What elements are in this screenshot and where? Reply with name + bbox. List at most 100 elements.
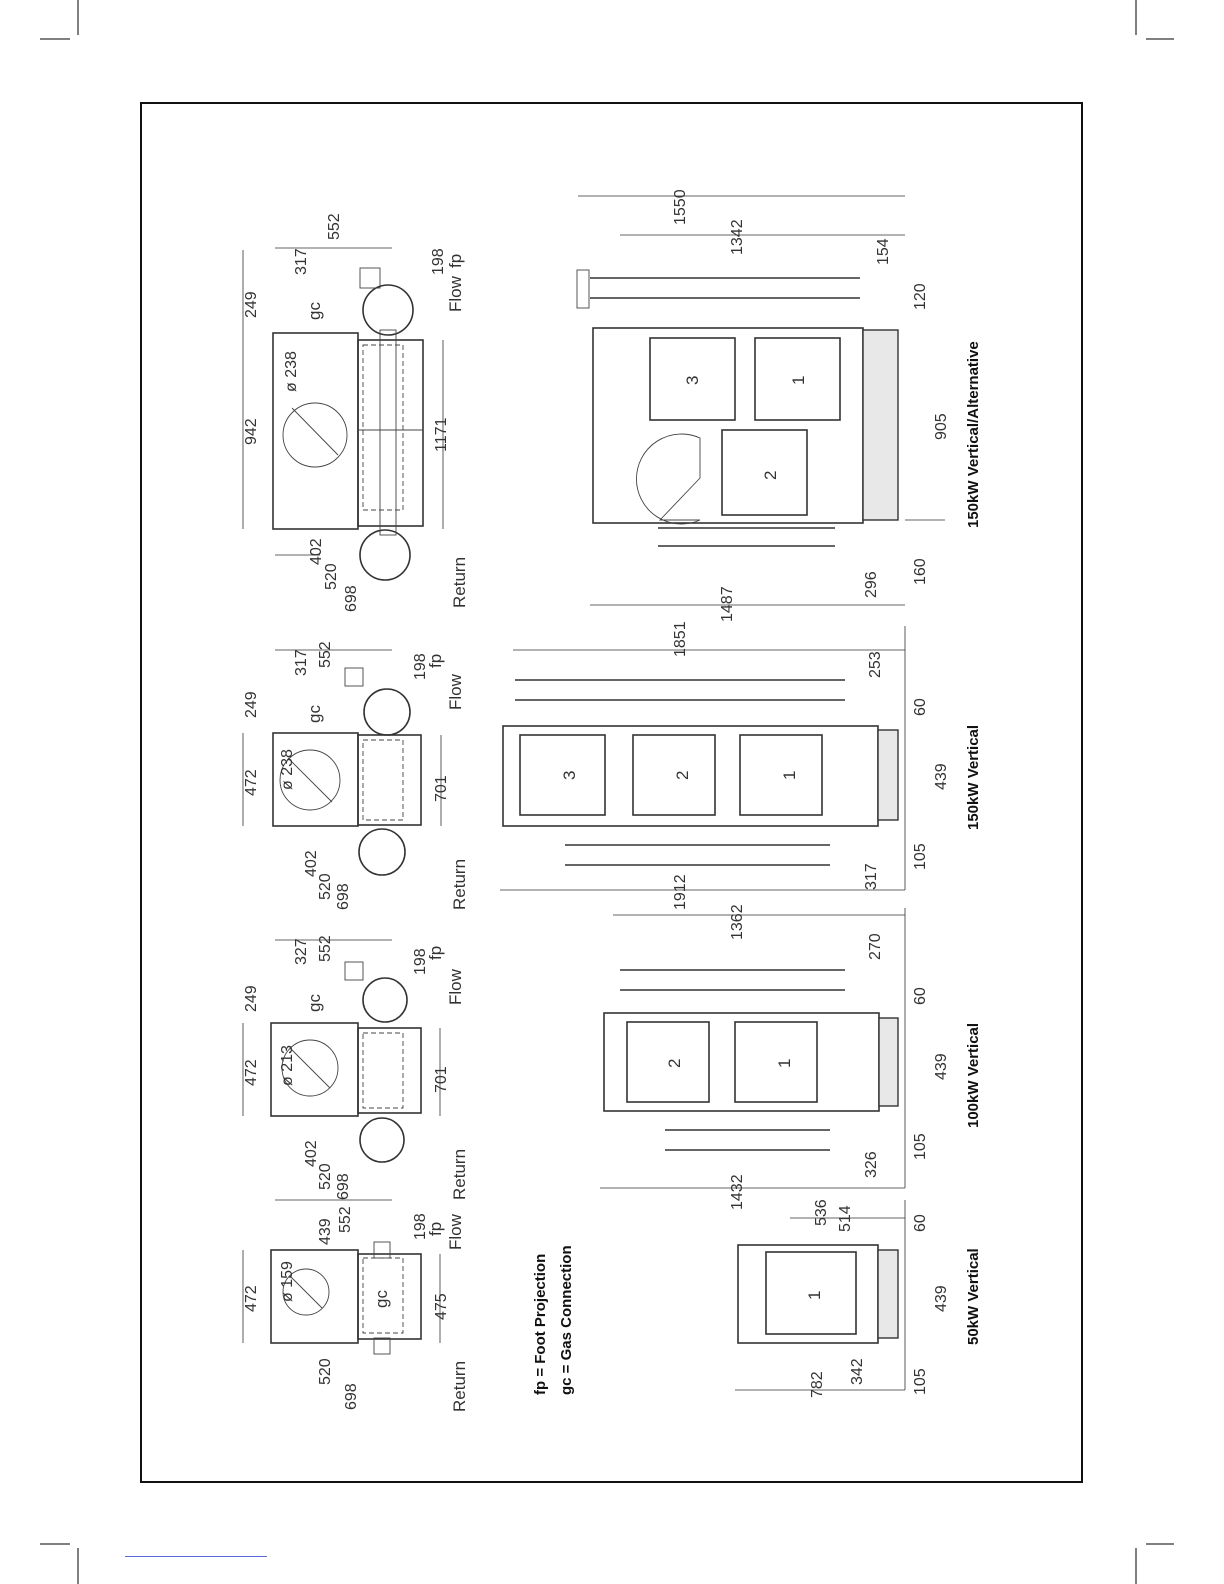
- dim-475: 475: [433, 1293, 450, 1320]
- legend-gas-connection: gc = Gas Connection: [558, 1245, 575, 1395]
- dim-249: 249: [243, 691, 260, 718]
- module-1: 1: [775, 1059, 794, 1068]
- dim-198: 198: [412, 653, 429, 680]
- dim-60: 60: [912, 987, 929, 1005]
- dim-472: 472: [243, 769, 260, 796]
- label-gc: gc: [305, 705, 324, 723]
- dim-698: 698: [343, 1383, 360, 1410]
- dim-942: 942: [243, 418, 260, 445]
- label-gc: gc: [305, 302, 324, 320]
- module-3: 3: [683, 376, 702, 385]
- dim-60: 60: [912, 698, 929, 716]
- dim-520: 520: [317, 873, 334, 900]
- legend-foot-projection: fp = Foot Projection: [532, 1254, 549, 1395]
- dim-253: 253: [867, 651, 884, 678]
- label-return: Return: [450, 1149, 469, 1200]
- dim-905: 905: [933, 413, 950, 440]
- dim-439: 439: [317, 1218, 334, 1245]
- front-view-150kw-alternative: [576, 195, 945, 606]
- dim-317: 317: [293, 248, 310, 275]
- module-2: 2: [665, 1059, 684, 1068]
- dim-552: 552: [317, 935, 334, 962]
- dim-249: 249: [243, 985, 260, 1012]
- title-150kw-alternative: 150kW Vertical/Alternative: [965, 341, 982, 528]
- dim-520: 520: [323, 563, 340, 590]
- title-50kw: 50kW Vertical: [965, 1248, 982, 1345]
- module-1: 1: [780, 771, 799, 780]
- return-header: [359, 529, 411, 581]
- dim-120: 120: [912, 283, 929, 310]
- dim-1550: 1550: [672, 189, 689, 225]
- dim-1851: 1851: [672, 621, 689, 657]
- dim-439: 439: [933, 1285, 950, 1312]
- dim-105: 105: [912, 1368, 929, 1395]
- dim-439: 439: [933, 1053, 950, 1080]
- label-flow: Flow: [446, 1213, 465, 1250]
- front-view-150kw: [500, 626, 906, 891]
- dim-1487: 1487: [719, 586, 736, 622]
- dim-160: 160: [912, 558, 929, 585]
- dim-317: 317: [293, 649, 310, 676]
- dim-552: 552: [326, 213, 343, 240]
- top-view-150kw-alternative: [242, 247, 444, 581]
- dim-520: 520: [317, 1163, 334, 1190]
- footer-rule: [125, 1556, 267, 1557]
- label-fp: fp: [426, 946, 445, 960]
- diameter-238: ø 238: [283, 351, 300, 392]
- flue-circle: [282, 402, 348, 468]
- dim-536: 536: [813, 1199, 830, 1226]
- dim-520: 520: [317, 1358, 334, 1385]
- front-view-50kw: [735, 1200, 906, 1391]
- dim-198: 198: [412, 1213, 429, 1240]
- label-fp: fp: [426, 1222, 445, 1236]
- dim-296: 296: [863, 571, 880, 598]
- module-2: 2: [673, 771, 692, 780]
- dim-701: 701: [433, 775, 450, 802]
- dim-782: 782: [809, 1371, 826, 1398]
- label-flow: Flow: [446, 275, 465, 312]
- dim-439: 439: [933, 763, 950, 790]
- dim-198: 198: [412, 948, 429, 975]
- crop-marks: [40, 0, 1174, 1584]
- dim-326: 326: [863, 1151, 880, 1178]
- dim-552: 552: [317, 641, 334, 668]
- label-fp: fp: [446, 254, 465, 268]
- dim-270: 270: [867, 933, 884, 960]
- label-return: Return: [450, 1361, 469, 1412]
- top-view-50kw: [242, 1199, 441, 1355]
- dim-698: 698: [335, 1173, 352, 1200]
- dim-1342: 1342: [729, 219, 746, 255]
- label-gc: gc: [372, 1290, 391, 1308]
- dim-701: 701: [433, 1066, 450, 1093]
- title-150kw: 150kW Vertical: [965, 725, 982, 830]
- module-1: 1: [805, 1291, 824, 1300]
- module-1: 1: [789, 376, 808, 385]
- label-flow: Flow: [446, 673, 465, 710]
- label-return: Return: [450, 859, 469, 910]
- dim-472: 472: [243, 1059, 260, 1086]
- dim-342: 342: [849, 1358, 866, 1385]
- label-return: Return: [450, 557, 469, 608]
- dim-402: 402: [303, 850, 320, 877]
- dim-698: 698: [335, 883, 352, 910]
- dim-317: 317: [863, 863, 880, 890]
- title-100kw: 100kW Vertical: [965, 1023, 982, 1128]
- module-3: 3: [560, 771, 579, 780]
- dim-402: 402: [303, 1140, 320, 1167]
- flow-header: [362, 284, 414, 336]
- label-flow: Flow: [446, 968, 465, 1005]
- diameter-159: ø 159: [279, 1261, 296, 1302]
- dim-1912: 1912: [672, 874, 689, 910]
- dim-249: 249: [243, 291, 260, 318]
- dim-60: 60: [912, 1214, 929, 1232]
- module-2: 2: [761, 471, 780, 480]
- dim-698: 698: [343, 585, 360, 612]
- front-view-100kw: [600, 908, 906, 1189]
- dim-552: 552: [337, 1206, 354, 1233]
- dim-198: 198: [430, 248, 447, 275]
- dim-514: 514: [837, 1205, 854, 1232]
- dim-1362: 1362: [729, 904, 746, 940]
- diameter-238: ø 238: [279, 749, 296, 790]
- label-fp: fp: [426, 654, 445, 668]
- dim-472: 472: [243, 1285, 260, 1312]
